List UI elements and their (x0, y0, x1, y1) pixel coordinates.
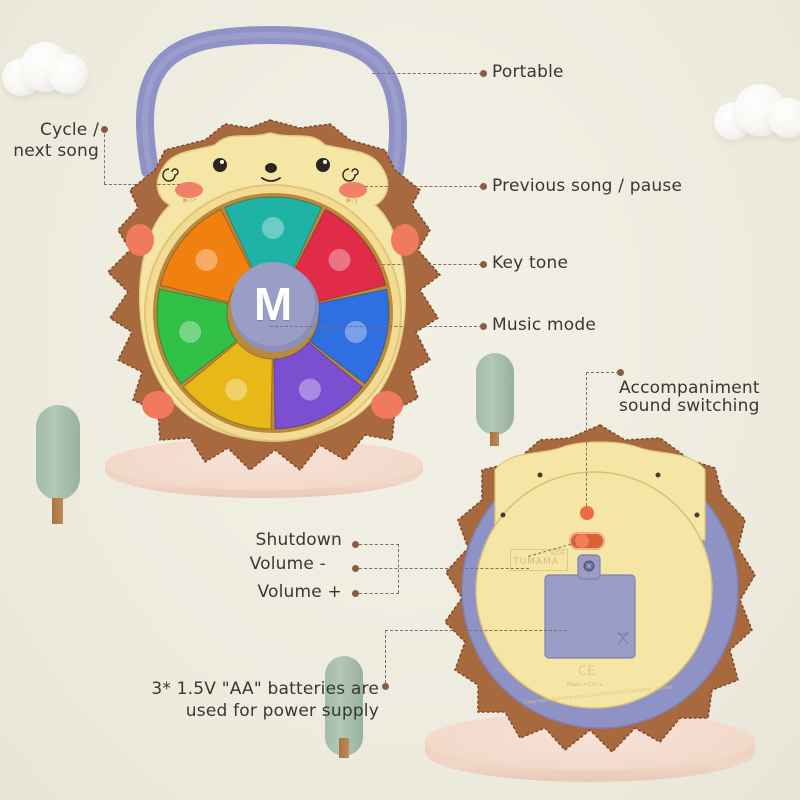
accompaniment-switch-button[interactable] (580, 506, 594, 520)
label-volume-minus: Volume - (249, 554, 326, 574)
label-cycle-line1: Cycle / (40, 120, 99, 140)
dot-key-tone (480, 261, 487, 268)
music-key-yellow[interactable] (182, 341, 273, 430)
leader-portable (372, 73, 482, 74)
side-button-right-lower (371, 391, 403, 419)
label-music-mode: Music mode (492, 315, 596, 335)
music-key-blue[interactable] (308, 288, 390, 385)
leader-batteries-v (385, 630, 386, 683)
brand-small-text: KIDS (550, 550, 565, 557)
recycle-mark (617, 631, 629, 645)
smile (261, 177, 281, 182)
ce-mark: CE (578, 664, 596, 679)
leader-cycle-v (104, 134, 105, 184)
dot-shutdown (352, 541, 359, 548)
label-portable: Portable (492, 62, 564, 82)
cloud-decoration-right (712, 82, 800, 142)
made-in-label: Made in China (567, 682, 603, 688)
dot-portable (480, 70, 487, 77)
cycle-next-button[interactable]: ▶/⟳ (178, 196, 202, 208)
swirl-right (342, 168, 359, 182)
music-mode-button[interactable]: M (231, 262, 315, 346)
power-volume-switch[interactable] (569, 532, 605, 550)
music-key-yellow-light-icon (225, 378, 248, 401)
music-key-orange[interactable] (159, 208, 253, 303)
cheek-right (339, 182, 367, 198)
label-batteries-line1: 3* 1.5V "AA" batteries are (151, 679, 379, 699)
leader-key-tone (372, 264, 482, 265)
label-batteries-line2: used for power supply (185, 701, 379, 721)
battery-cover (544, 574, 636, 659)
leader-batteries-h (385, 630, 567, 631)
dot-volume-minus (352, 565, 359, 572)
music-key-green-light-icon (179, 320, 202, 343)
cycle-next-mark: ▶/⟳ (183, 196, 197, 204)
previous-pause-mark: ▶/‖ (346, 196, 358, 204)
swirl-left (162, 168, 179, 182)
dot-accompaniment (617, 369, 624, 376)
leader-accompaniment-h (586, 372, 619, 373)
music-key-green[interactable] (156, 288, 238, 385)
leader-cycle-h (104, 184, 180, 185)
dot-music-mode (480, 323, 487, 330)
side-button-right-upper (391, 224, 419, 256)
nose (265, 163, 277, 173)
label-cycle-line2: next song (13, 141, 99, 161)
side-button-left-lower (142, 391, 174, 419)
leader-music-mode (270, 326, 482, 327)
label-previous-pause: Previous song / pause (492, 176, 683, 196)
leader-accompaniment-v (586, 372, 587, 506)
side-button-left-upper (126, 224, 154, 256)
leader-previous (365, 186, 482, 187)
label-accompaniment-line2: sound switching (619, 396, 760, 416)
label-shutdown: Shutdown (255, 530, 342, 550)
music-key-purple[interactable] (273, 341, 364, 430)
brand-text: TUMAMA (513, 557, 559, 567)
cheek-left (175, 182, 203, 198)
music-mode-letter: M (253, 278, 293, 330)
dot-previous (480, 183, 487, 190)
dot-cycle (101, 126, 108, 133)
label-volume-plus: Volume + (257, 582, 342, 602)
previous-pause-button[interactable]: ▶/‖ (340, 196, 364, 208)
music-key-red-light-icon (328, 249, 351, 272)
label-accompaniment-line1: Accompaniment (619, 378, 760, 398)
leader-shutdown (359, 544, 399, 545)
brand-logo: KIDS TUMAMA (510, 549, 568, 571)
music-key-orange-light-icon (195, 249, 218, 272)
label-key-tone: Key tone (492, 253, 569, 273)
dot-batteries (382, 683, 389, 690)
dot-volume-plus (352, 590, 359, 597)
cloud-decoration-left (2, 40, 92, 100)
leader-volume-plus (359, 593, 399, 594)
leader-volume-minus (359, 568, 529, 569)
music-key-teal-light-icon (262, 217, 284, 239)
music-key-purple-light-icon (298, 378, 321, 401)
